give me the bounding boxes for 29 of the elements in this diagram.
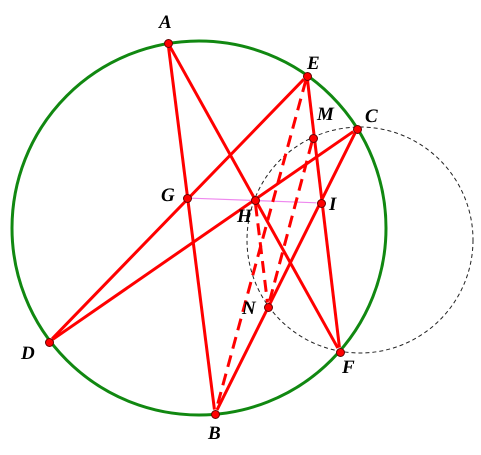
line-segment (216, 132, 356, 411)
line-segment (268, 142, 314, 304)
point-label: I (329, 195, 336, 214)
point-label: H (237, 207, 252, 226)
point-label: G (161, 186, 175, 205)
point-dot (182, 194, 192, 202)
point-label: M (317, 105, 334, 124)
point-dot (44, 338, 54, 346)
line-segment (168, 46, 340, 349)
point-dot (210, 410, 220, 418)
line-segment (306, 80, 341, 348)
point-dot (164, 38, 172, 48)
point-label: B (208, 424, 221, 443)
point-dot (308, 134, 318, 142)
line-segment (254, 204, 269, 303)
line-segment (51, 78, 305, 340)
point-dot (352, 124, 362, 134)
point-label: F (342, 358, 355, 377)
point-dot (316, 198, 326, 208)
point-label: C (365, 107, 378, 126)
line-segment (191, 198, 317, 204)
point-label: E (307, 54, 320, 73)
line-segment (52, 130, 354, 341)
point-label: N (242, 299, 256, 318)
point-dot (302, 72, 312, 80)
line-segment (167, 47, 216, 410)
point-dot (264, 302, 272, 312)
point-label: D (21, 344, 35, 363)
point-label: A (159, 13, 172, 32)
